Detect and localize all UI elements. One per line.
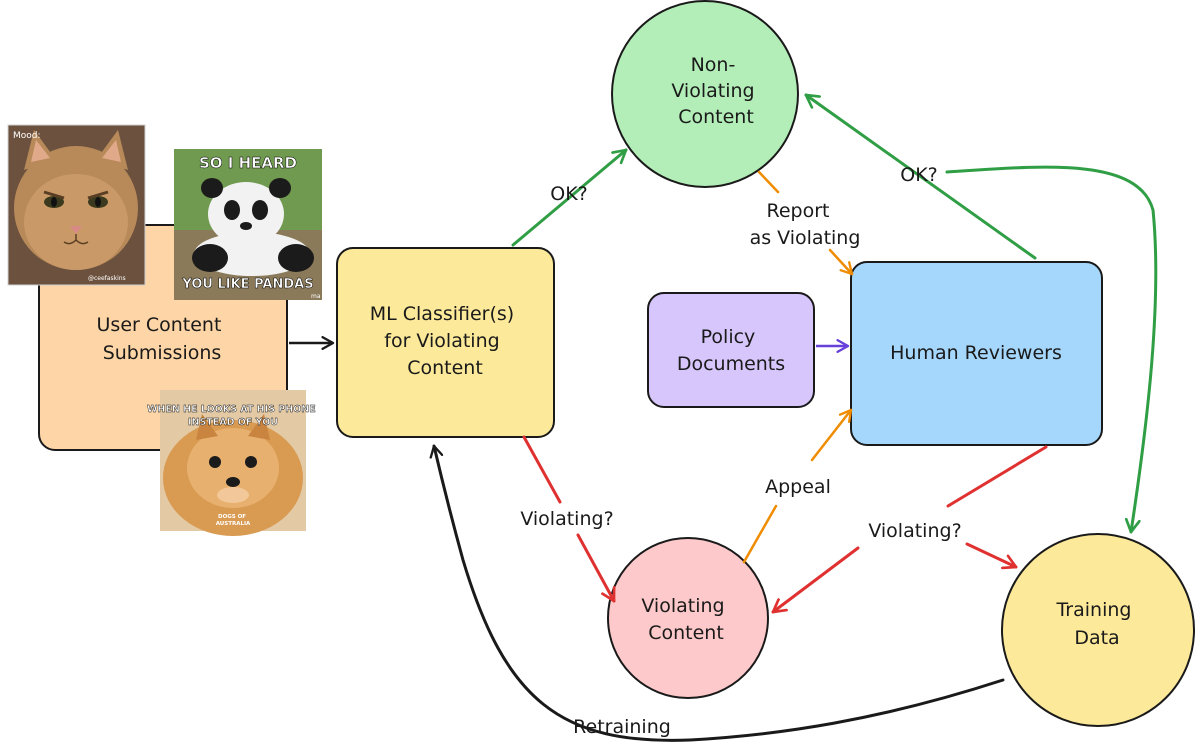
human-reviewers-label: Human Reviewers xyxy=(890,342,1062,364)
label-retraining: Retraining xyxy=(573,716,671,738)
policy-documents-node: Policy Documents xyxy=(647,292,815,408)
panda-meme-top-text: SO I HEARD xyxy=(199,154,297,172)
label-violating-reviewers: Violating? xyxy=(868,520,961,542)
ml-classifier-node: ML Classifier(s) for Violating Content xyxy=(336,247,555,438)
non-violating-node: Non- Violating Content xyxy=(611,0,799,188)
arrow-classifier-violating-2 xyxy=(576,533,616,603)
non-violating-circle xyxy=(611,0,799,188)
dog-meme-image: WHEN HE LOOKS AT HIS PHONE INSTEAD OF YO… xyxy=(147,390,319,536)
non-violating-label: Non- Violating Content xyxy=(671,54,760,128)
arrow-appeal-1 xyxy=(742,504,778,564)
label-appeal: Appeal xyxy=(765,476,831,498)
panda-meme-image: SO I HEARD YOU LIKE PANDAS ma xyxy=(174,149,322,300)
training-data-circle xyxy=(1001,533,1195,727)
human-reviewers-node: Human Reviewers xyxy=(850,261,1103,446)
arrow-report-segment-2 xyxy=(828,248,854,276)
arrow-reviewers-to-violating-2 xyxy=(771,546,860,614)
training-data-label: Training Data xyxy=(1055,599,1137,649)
arrow-classifier-ok xyxy=(511,148,628,247)
arrow-ok-to-training xyxy=(945,165,1158,534)
violating-content-node: Violating Content xyxy=(607,537,769,699)
arrow-retraining xyxy=(429,444,1005,742)
cat-meme-image: Mood: @ceefaskins xyxy=(7,124,146,286)
arrow-report-segment-1 xyxy=(757,170,780,194)
human-reviewers-box xyxy=(850,261,1103,446)
policy-documents-box xyxy=(647,292,815,408)
label-ok-classifier: OK? xyxy=(550,183,588,205)
label-violating-classifier: Violating? xyxy=(520,508,613,530)
arrow-classifier-violating-1 xyxy=(522,435,562,504)
training-data-node: Training Data xyxy=(1001,533,1195,727)
arrow-appeal-2 xyxy=(810,408,853,462)
cat-meme-caption: Mood: xyxy=(13,131,41,141)
arrow-reviewers-to-violating-1 xyxy=(946,445,1048,508)
arrow-violating-to-training xyxy=(965,542,1018,570)
ml-classifier-label: ML Classifier(s) for Violating Content xyxy=(370,303,521,379)
ml-classifier-box xyxy=(336,247,555,438)
panda-meme-bottom-text: YOU LIKE PANDAS xyxy=(181,277,313,292)
label-ok-reviewers: OK? xyxy=(900,164,938,186)
dog-meme-top-text: WHEN HE LOOKS AT HIS PHONE INSTEAD OF YO… xyxy=(147,404,319,428)
arrow-reviewers-ok xyxy=(804,93,1037,260)
violating-content-circle xyxy=(607,537,769,699)
policy-documents-label: Policy Documents xyxy=(677,326,785,375)
panda-meme-watermark: ma xyxy=(311,293,321,300)
cat-meme-watermark: @ceefaskins xyxy=(88,275,126,282)
user-content-label: User Content Submissions xyxy=(97,314,228,364)
dog-meme-watermark: DOGS OF AUSTRALIA xyxy=(216,514,251,527)
violating-content-label: Violating Content xyxy=(641,595,730,644)
label-report: Report as Violating xyxy=(750,200,861,249)
